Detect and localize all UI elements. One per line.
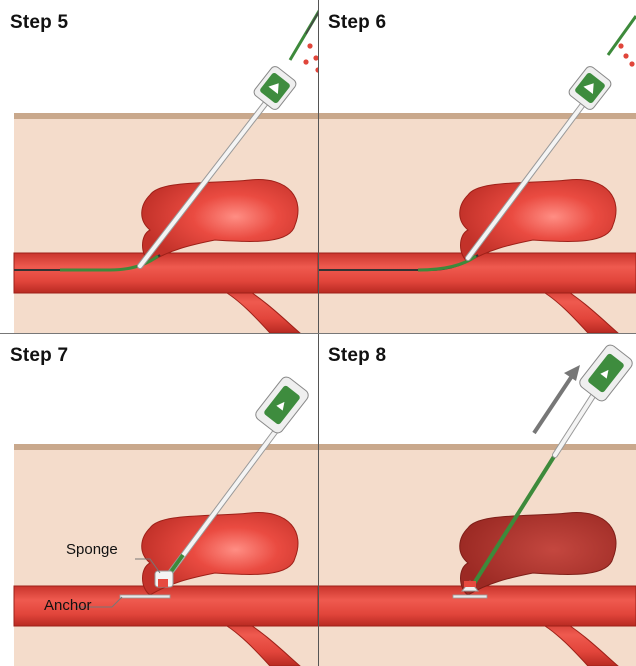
- step-6-illustration: [318, 0, 636, 333]
- artery: [318, 253, 636, 293]
- step-label: Step 6: [328, 12, 386, 34]
- device-handle: [253, 375, 310, 436]
- panel-divider-horizontal: [0, 333, 636, 334]
- callout-anchor: Anchor: [44, 597, 92, 614]
- step-label: Step 8: [328, 345, 386, 367]
- panel-step-5: Step 5: [0, 0, 318, 333]
- needle: [608, 16, 636, 55]
- needle: [290, 6, 318, 60]
- skin-line: [14, 113, 318, 119]
- step-7-illustration: [0, 333, 318, 666]
- skin-line: [318, 113, 636, 119]
- panel-step-7: Step 7 Sponge Anchor: [0, 333, 318, 666]
- device-handle: [567, 65, 613, 112]
- callout-sponge: Sponge: [66, 541, 118, 558]
- step-label: Step 7: [10, 345, 68, 367]
- step-8-illustration: [318, 333, 636, 666]
- sponge-deployed: [462, 581, 478, 591]
- panel-step-8: Step 8: [318, 333, 636, 666]
- blood-drops: [618, 43, 634, 66]
- panel-step-6: Step 6: [318, 0, 636, 333]
- anchor: [453, 595, 487, 598]
- artery: [14, 253, 318, 293]
- step-label: Step 5: [10, 12, 68, 34]
- sponge: [155, 571, 173, 587]
- step-5-illustration: [0, 0, 318, 333]
- artery: [318, 586, 636, 626]
- device-handle: [252, 65, 298, 112]
- anchor: [120, 595, 170, 598]
- skin-line: [14, 444, 318, 450]
- device-handle: [577, 343, 634, 404]
- blood-drops: [303, 43, 318, 72]
- skin-line: [318, 444, 636, 450]
